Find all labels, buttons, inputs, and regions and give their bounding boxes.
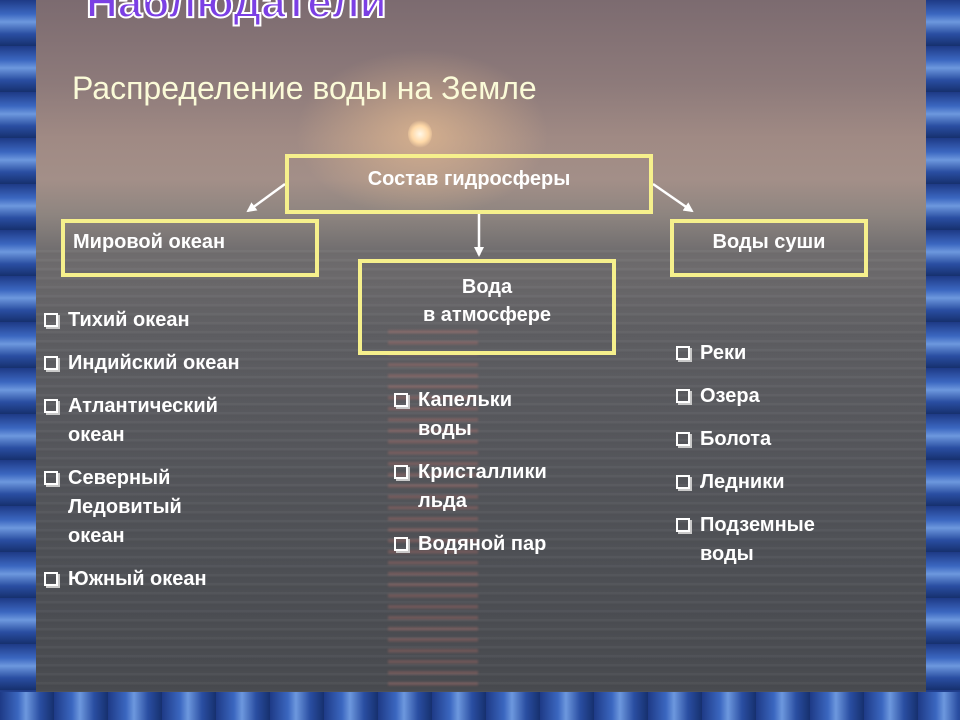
list-item: Капельки воды bbox=[392, 386, 558, 444]
list-item: Атлантический океан bbox=[42, 392, 268, 450]
list-item: Северный Ледовитый океан bbox=[42, 464, 208, 551]
list-item-text: Южный океан bbox=[68, 568, 207, 590]
left-border-decoration bbox=[0, 0, 36, 720]
atmosphere-list: Капельки воды Кристаллики льда Водяной п… bbox=[392, 386, 612, 573]
checkbox-bullet-icon bbox=[676, 475, 690, 489]
checkbox-bullet-icon bbox=[44, 471, 58, 485]
node-atmosphere-label-line1: Вода bbox=[461, 276, 513, 298]
top-heading: Наблюдатели bbox=[85, 0, 388, 28]
list-item: Озера bbox=[674, 382, 894, 411]
list-item: Тихий океан bbox=[42, 306, 302, 335]
sun-icon bbox=[408, 120, 432, 148]
checkbox-bullet-icon bbox=[44, 356, 58, 370]
connector-arrows bbox=[246, 182, 694, 257]
node-world-ocean: Мировой океан bbox=[61, 219, 319, 277]
checkbox-bullet-icon bbox=[676, 346, 690, 360]
land-water-list: Реки Озера Болота Ледники Подземные воды bbox=[674, 339, 894, 583]
list-item: Реки bbox=[674, 339, 894, 368]
checkbox-bullet-icon bbox=[676, 518, 690, 532]
checkbox-bullet-icon bbox=[44, 572, 58, 586]
list-item: Водяной пар bbox=[392, 530, 612, 559]
list-item-text: Подземные воды bbox=[700, 514, 815, 565]
list-item: Южный океан bbox=[42, 565, 302, 594]
list-item-text: Болота bbox=[700, 428, 772, 450]
node-atmosphere-label-line2: в атмосфере bbox=[422, 304, 552, 326]
slide-title: Распределение воды на Земле bbox=[72, 70, 537, 106]
arrow-icon-to-land bbox=[652, 182, 694, 213]
list-item-text: Тихий океан bbox=[68, 309, 190, 331]
list-item: Ледники bbox=[674, 468, 894, 497]
node-land-water: Воды суши bbox=[670, 219, 868, 277]
list-item-text: Северный Ледовитый океан bbox=[68, 467, 182, 547]
checkbox-bullet-icon bbox=[394, 465, 408, 479]
list-item: Кристаллики льда bbox=[392, 458, 598, 516]
list-item: Подземные воды bbox=[674, 511, 860, 569]
sea-background bbox=[36, 250, 926, 692]
root-node-label: Состав гидросферы bbox=[367, 168, 571, 190]
list-item-text: Индийский океан bbox=[68, 352, 240, 374]
checkbox-bullet-icon bbox=[44, 313, 58, 327]
list-item-text: Водяной пар bbox=[418, 533, 547, 555]
sun-reflection bbox=[388, 330, 478, 692]
bottom-border-decoration bbox=[0, 692, 960, 720]
list-item: Индийский океан bbox=[42, 349, 302, 378]
ocean-list: Тихий океан Индийский океан Атлантически… bbox=[42, 306, 302, 608]
list-item: Болота bbox=[674, 425, 894, 454]
root-node-box: Состав гидросферы bbox=[285, 154, 653, 214]
list-item-text: Капельки воды bbox=[418, 389, 513, 440]
slide: Наблюдатели Распределение воды на Земле … bbox=[36, 0, 926, 692]
list-item-text: Кристаллики льда bbox=[418, 461, 547, 512]
list-item-text: Атлантический океан bbox=[68, 395, 218, 446]
list-item-text: Реки bbox=[700, 342, 747, 364]
node-atmosphere-water: Вода в атмосфере bbox=[358, 259, 616, 355]
checkbox-bullet-icon bbox=[394, 393, 408, 407]
list-item-text: Ледники bbox=[700, 471, 785, 493]
arrow-icon-to-ocean bbox=[246, 182, 286, 213]
right-border-decoration bbox=[926, 0, 960, 720]
checkbox-bullet-icon bbox=[394, 537, 408, 551]
node-world-ocean-label: Мировой океан bbox=[73, 231, 226, 253]
list-item-text: Озера bbox=[700, 385, 760, 407]
checkbox-bullet-icon bbox=[44, 399, 58, 413]
checkbox-bullet-icon bbox=[676, 389, 690, 403]
node-land-water-label: Воды суши bbox=[712, 231, 826, 253]
checkbox-bullet-icon bbox=[676, 432, 690, 446]
